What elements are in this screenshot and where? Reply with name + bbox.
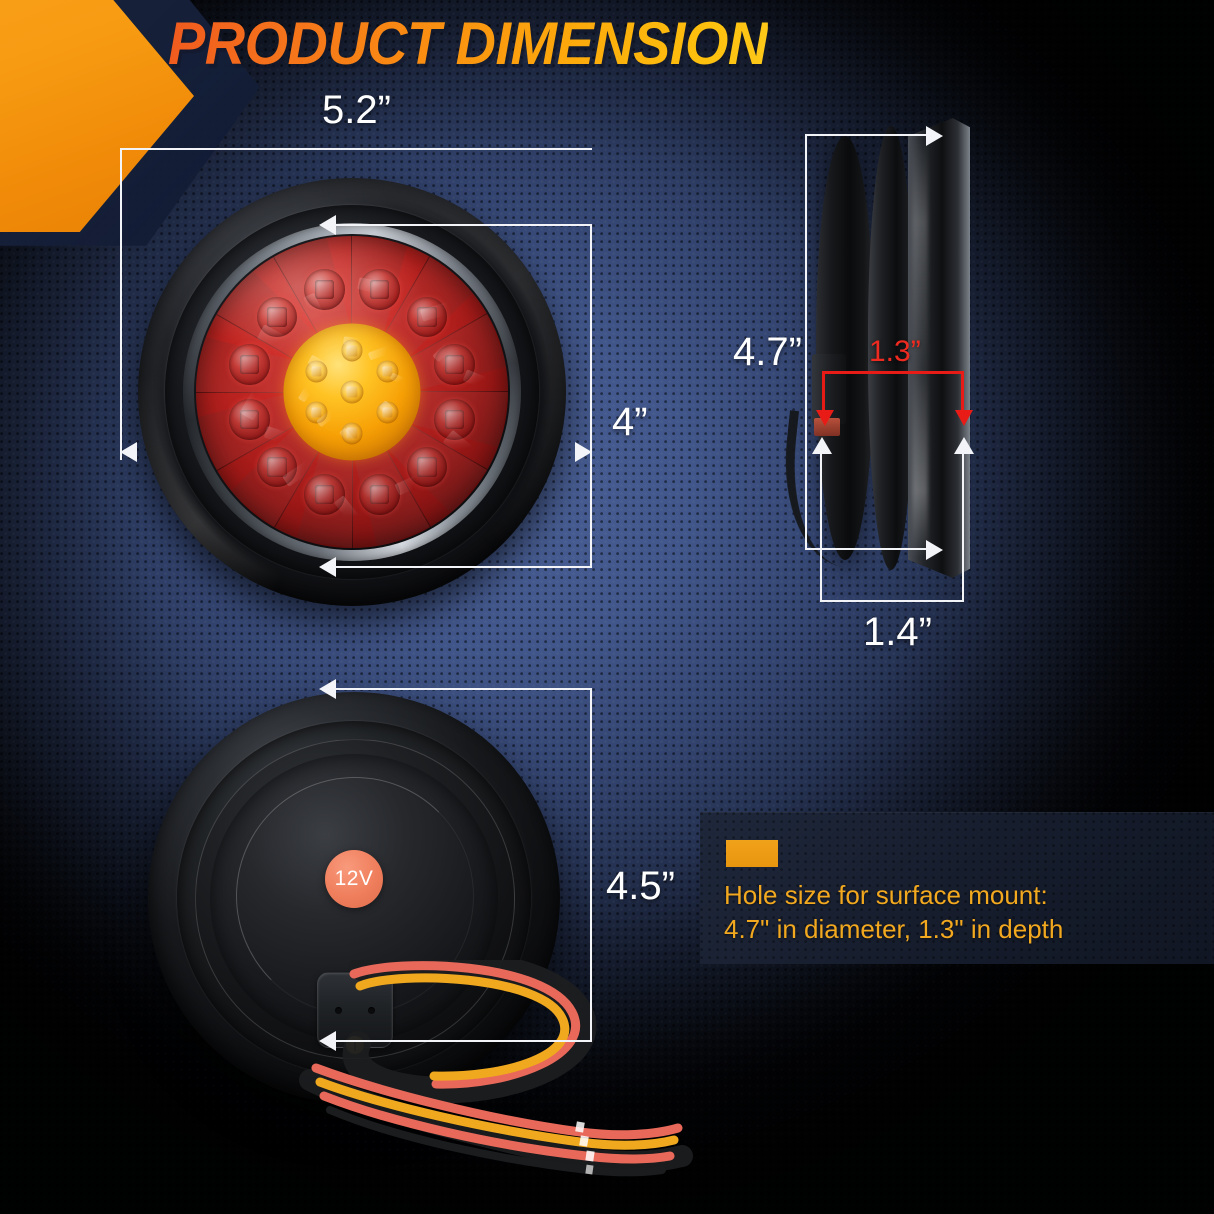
dim-4-5-top-line bbox=[336, 688, 592, 690]
info-panel: Hole size for surface mount: 4.7" in dia… bbox=[700, 812, 1214, 964]
red-led-emitter bbox=[359, 269, 400, 310]
dim-1-3-right-leg bbox=[961, 371, 964, 413]
dim-4-top-line bbox=[336, 224, 592, 226]
connector-hole-right bbox=[368, 1007, 375, 1015]
dim-label-1-3: 1.3” bbox=[869, 335, 921, 368]
dim-label-1-4: 1.4” bbox=[863, 610, 932, 654]
wire-harness bbox=[299, 960, 693, 1177]
dim-4-5-right-leg bbox=[590, 688, 592, 1042]
wire-tip-marker-3 bbox=[585, 1150, 595, 1162]
dim-4-bottom-line bbox=[336, 566, 592, 568]
dim-4-7-bottom-line bbox=[805, 548, 930, 550]
dim-5-2-left-leg bbox=[120, 148, 122, 460]
amber-led-emitter bbox=[376, 360, 399, 383]
dim-1-3-top-line bbox=[822, 371, 964, 374]
front-lens-view bbox=[138, 178, 566, 606]
dim-4-5-bottom-line bbox=[336, 1040, 592, 1042]
wire-tip-marker-1 bbox=[575, 1121, 585, 1133]
amber-led-center bbox=[283, 323, 421, 461]
dim-1-4-left-arrow bbox=[812, 437, 832, 454]
wire-tip-marker-4 bbox=[585, 1164, 594, 1175]
red-led-emitter bbox=[359, 474, 400, 515]
voltage-badge: 12V bbox=[325, 850, 383, 909]
info-panel-swatch bbox=[726, 840, 778, 867]
wire-yellow-1 bbox=[355, 973, 570, 1081]
dim-label-4: 4” bbox=[612, 400, 648, 444]
dim-4-top-arrow bbox=[319, 215, 336, 235]
red-led-emitter bbox=[304, 474, 345, 515]
red-led-emitter bbox=[434, 399, 475, 440]
voltage-badge-label: 12V bbox=[334, 867, 374, 891]
dim-label-4-7: 4.7” bbox=[733, 330, 802, 374]
side-mid-ring bbox=[868, 126, 914, 570]
side-rear-body bbox=[816, 136, 874, 560]
wire-black bbox=[326, 1106, 666, 1177]
info-panel-line-2: 4.7" in diameter, 1.3" in depth bbox=[724, 914, 1064, 944]
wire-red-2 bbox=[311, 1063, 683, 1140]
wire-tip-marker-2 bbox=[579, 1135, 589, 1147]
red-led-emitter bbox=[229, 344, 270, 385]
dim-1-4-left-leg bbox=[820, 452, 822, 602]
dim-4-7-top-arrow bbox=[926, 126, 943, 146]
wire-yellow-2 bbox=[315, 1077, 679, 1150]
dim-label-5-2: 5.2” bbox=[322, 88, 391, 132]
dim-5-2-right-arrow bbox=[575, 442, 592, 462]
dim-4-bottom-arrow bbox=[319, 557, 336, 577]
red-led-emitter bbox=[406, 446, 448, 488]
side-profile-view bbox=[774, 118, 988, 578]
dim-1-3-left-arrow bbox=[816, 410, 834, 426]
info-panel-line-1: Hole size for surface mount: bbox=[724, 880, 1048, 910]
red-led-emitter bbox=[229, 399, 270, 440]
amber-lens-facet bbox=[367, 344, 394, 361]
amber-lens-facet bbox=[297, 384, 314, 403]
amber-lens-facet bbox=[389, 372, 407, 386]
amber-led-emitter bbox=[341, 339, 363, 362]
red-led-emitter bbox=[256, 446, 298, 488]
dim-4-7-left-leg bbox=[805, 134, 807, 550]
amber-led-emitter bbox=[340, 380, 364, 404]
amber-led-emitter bbox=[376, 401, 399, 424]
dim-1-4-right-arrow bbox=[954, 437, 974, 454]
dim-4-7-top-line bbox=[805, 134, 930, 136]
dim-4-right-leg bbox=[590, 224, 592, 568]
dim-5-2-top-line bbox=[120, 148, 592, 150]
page-title: PRODUCT DIMENSION bbox=[168, 10, 768, 77]
wire-sheath bbox=[342, 960, 597, 1104]
dim-label-4-5: 4.5” bbox=[606, 864, 675, 908]
amber-led-emitter bbox=[305, 401, 328, 424]
connector-hole-left bbox=[335, 1007, 342, 1015]
dim-4-7-bottom-arrow bbox=[926, 540, 943, 560]
amber-led-emitter bbox=[341, 422, 363, 445]
dim-1-4-bottom-line bbox=[820, 600, 964, 602]
wire-red-3 bbox=[319, 1091, 675, 1164]
red-led-emitter bbox=[406, 296, 448, 338]
dim-4-5-top-arrow bbox=[319, 679, 336, 699]
red-led-lens bbox=[196, 236, 508, 548]
lens-segment-divider bbox=[351, 391, 353, 548]
side-gloss-highlight bbox=[912, 138, 928, 558]
side-front-flange bbox=[908, 118, 970, 578]
info-panel-text: Hole size for surface mount: 4.7" in dia… bbox=[724, 878, 1194, 946]
dim-4-5-bottom-arrow bbox=[319, 1031, 336, 1051]
dim-5-2-left-arrow bbox=[120, 442, 137, 462]
red-led-emitter bbox=[304, 269, 345, 310]
dim-1-3-left-leg bbox=[822, 371, 825, 413]
info-panel-texture bbox=[700, 812, 1214, 964]
red-led-emitter bbox=[256, 296, 298, 338]
dim-1-4-right-leg bbox=[962, 452, 964, 602]
red-led-emitter bbox=[434, 344, 475, 385]
wire-red-1 bbox=[349, 961, 581, 1089]
amber-led-emitter bbox=[305, 360, 328, 383]
dim-1-3-right-arrow bbox=[955, 410, 973, 426]
